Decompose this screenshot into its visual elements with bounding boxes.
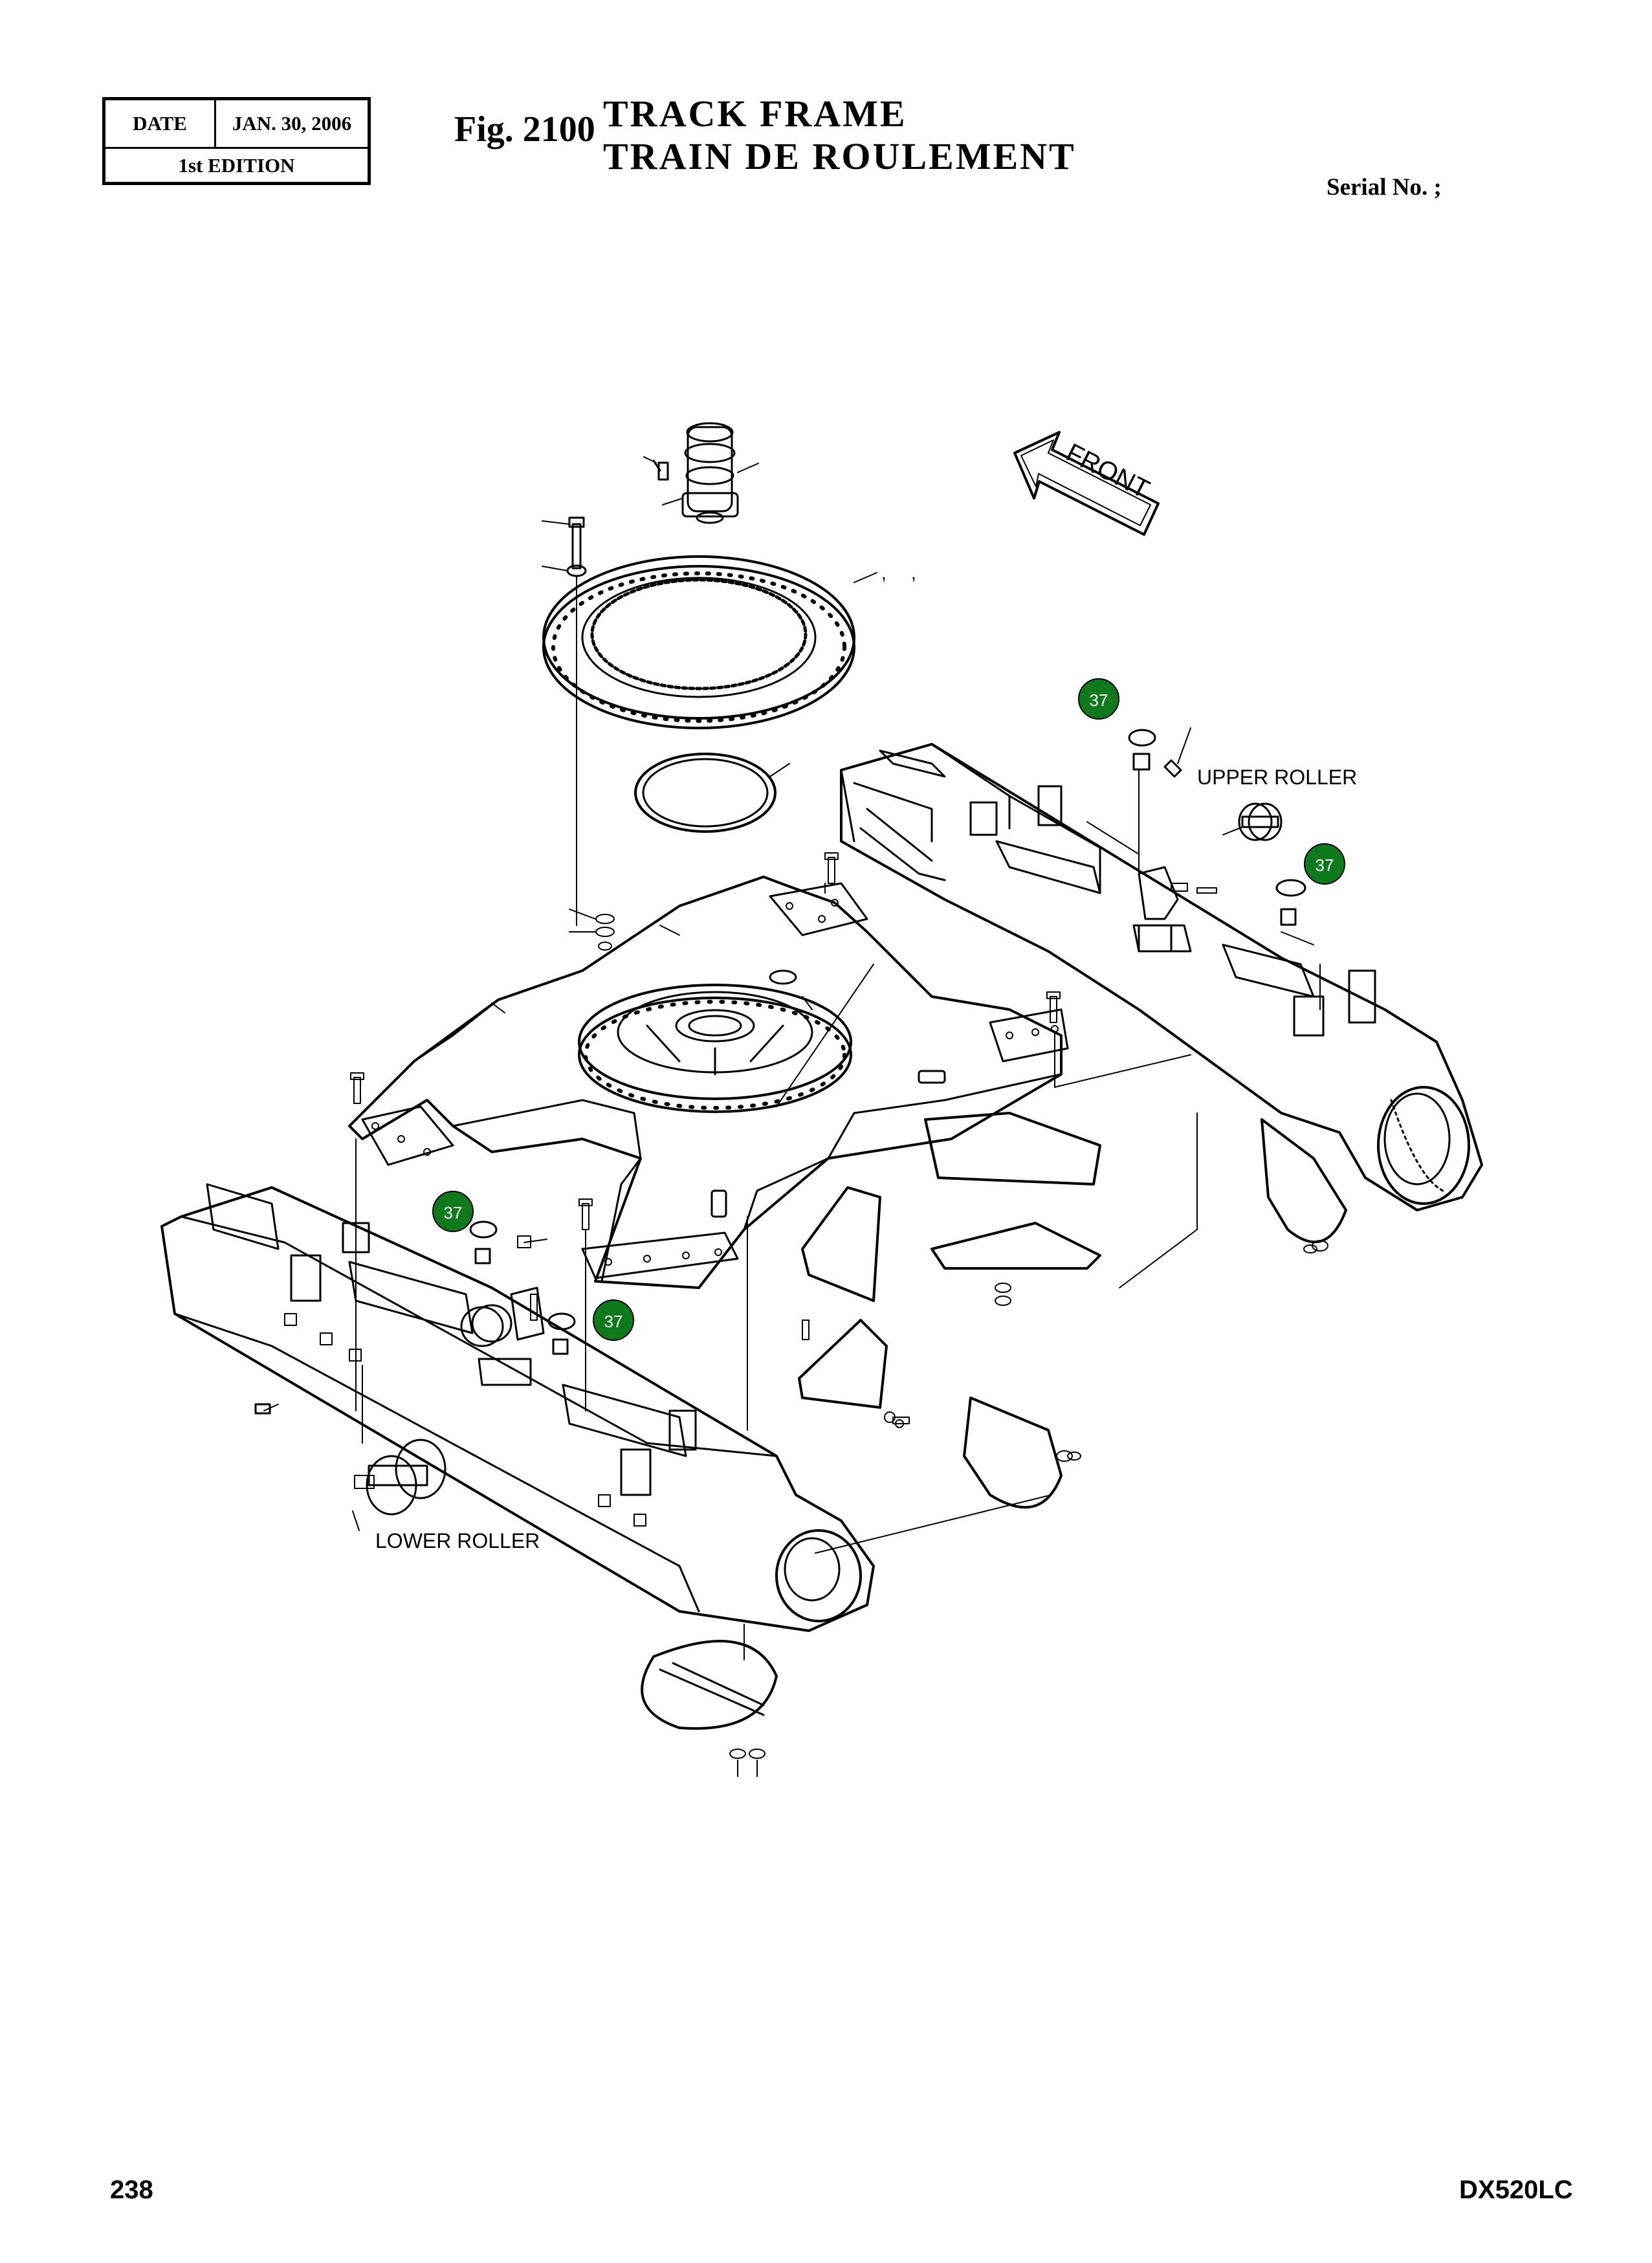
ring-bolt-icon [542,516,587,926]
lower-roller-label: LOWER ROLLER [375,1529,540,1552]
slewing-ring [542,555,877,729]
date-value: JAN. 30, 2006 [232,112,352,135]
stray-comma-1: , [881,563,887,583]
upper-roller-bracket [1128,727,1306,953]
svg-text:37: 37 [604,1312,623,1331]
serial-number: Serial No. ; [1327,174,1442,201]
date-row [105,100,368,149]
stray-comma-2: , [911,563,916,583]
svg-text:37: 37 [1090,690,1108,710]
center-frame [348,876,1069,1289]
track-frame-right [840,743,1483,1211]
swivel-joint [643,422,759,524]
track-frame-left [160,1183,875,1632]
svg-text:37: 37 [1316,856,1334,875]
center-frame-bolts [350,852,1061,1230]
date-label: DATE [105,100,216,147]
front-arrow-icon: FRONT [1013,431,1160,536]
title-english: TRACK FRAME [603,93,907,135]
callout-37-d: 37 [593,1299,634,1341]
front-label: FRONT [1062,438,1154,504]
callout-37-a: 37 [1078,678,1119,720]
assembly-lines [355,769,1321,1661]
svg-text:37: 37 [444,1203,463,1222]
edition-label: 1st EDITION [178,153,295,177]
callout-37-b: 37 [1304,843,1345,885]
date-box: DATE JAN. 30, 2006 1st EDITION [102,97,371,185]
covers [641,1112,1347,1777]
page-number: 238 [110,2176,153,2204]
lower-roller-bracket [254,1220,576,1415]
upper-roller-label: UPPER ROLLER [1197,766,1357,789]
title-french: TRAIN DE ROULEMENT [603,135,1076,177]
figure-number: Fig. 2100 [454,109,595,149]
callouts: 37 37 37 37 [432,678,1345,1341]
lower-roller [352,1365,446,1531]
upper-roller [1222,802,1283,841]
model-name: DX520LC [1459,2176,1573,2204]
callout-37-c: 37 [432,1191,474,1232]
seal-ring [634,753,790,833]
